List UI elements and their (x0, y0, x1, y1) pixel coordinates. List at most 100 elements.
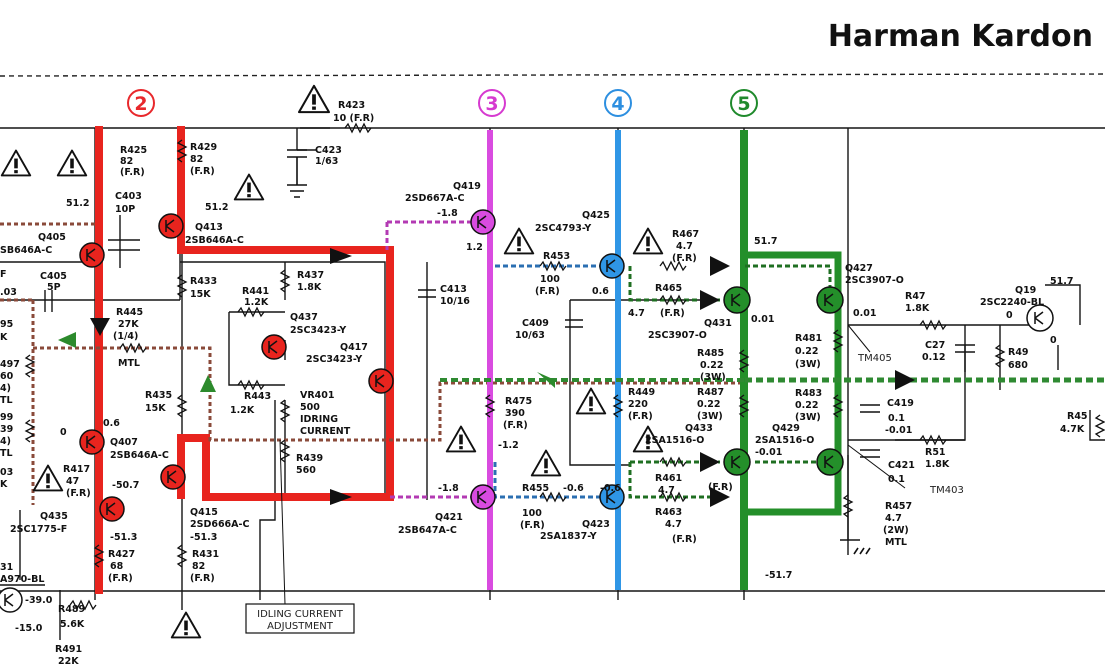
label-r45v: 4.7K (1060, 424, 1085, 435)
label-r429a: 82 (190, 154, 203, 165)
label-v12: 1.2 (466, 242, 483, 253)
transistor-q423 (599, 484, 625, 510)
label-vm513b: -51.3 (190, 532, 217, 543)
warning-icon (575, 387, 607, 415)
label-r487v: 0.22 (697, 399, 720, 410)
label-r491v: 22K (58, 656, 79, 665)
label-r435v: 15K (145, 403, 166, 414)
label-vm513: -51.3 (110, 532, 137, 543)
label-r445p: (1/4) (113, 331, 138, 342)
label-l39: 39 (0, 424, 13, 435)
transistor-q405 (79, 242, 105, 268)
transistor-q31 (0, 587, 23, 613)
label-r463: R463 (655, 507, 682, 518)
label-r485: R485 (697, 348, 724, 359)
label-r457v: 4.7 (885, 513, 902, 524)
stage2-dashed-signal (0, 222, 745, 505)
label-r425b: (F.R) (120, 167, 145, 178)
label-c27v: 0.12 (922, 352, 945, 363)
transistor-q419 (470, 209, 496, 235)
label-r481: R481 (795, 333, 822, 344)
label-q415: Q415 (190, 507, 218, 518)
label-vm06: -0.6 (600, 483, 621, 494)
label-v512b: 51.2 (205, 202, 228, 213)
label-vr401: VR401 (300, 390, 335, 401)
label-c413: C413 (440, 284, 467, 295)
warning-icon (32, 464, 64, 492)
label-r423v: 10 (F.R) (333, 113, 374, 124)
label-r465: R465 (655, 283, 682, 294)
label-r485v: 0.22 (700, 360, 723, 371)
label-r461v: 4.7 (658, 485, 675, 496)
label-r453r: (F.R) (535, 286, 560, 297)
label-q429t: 2SA1516-O (755, 435, 814, 446)
label-v0: 0 (1006, 310, 1013, 321)
transistor-q415 (160, 464, 186, 490)
label-r443: R443 (244, 391, 271, 402)
label-r455b: 100 (522, 508, 542, 519)
label-r47: R47 (905, 291, 926, 302)
label-q433t: 2SA1516-O (645, 435, 704, 446)
label-q437t: 2SC3423-Y (290, 325, 346, 336)
transistor-q407 (79, 429, 105, 455)
label-r475: R475 (505, 396, 532, 407)
label-r45: R45 (1067, 411, 1088, 422)
label-r437: R437 (297, 270, 324, 281)
label-r467r: (F.R) (672, 253, 697, 264)
label-r445m: MTL (118, 358, 140, 369)
label-r467: R467 (672, 229, 699, 240)
label-r487w: (3W) (697, 411, 723, 422)
label-q425t: 2SC4793-Y (535, 223, 591, 234)
label-r425a: 82 (120, 156, 133, 167)
idling-adjustment-box: IDLING CURRENT ADJUSTMENT (245, 439, 355, 634)
label-r433: R433 (190, 276, 217, 287)
label-r51v: 1.8K (925, 459, 950, 470)
label-r483v: 0.22 (795, 400, 818, 411)
label-r439v: 560 (296, 465, 316, 476)
capacitor-symbols (287, 149, 880, 555)
label-r455r: (F.R) (520, 520, 545, 531)
label-r485w: (3W) (700, 372, 726, 383)
label-c421: C421 (888, 460, 915, 471)
label-r461r: (F.R) (708, 482, 733, 493)
label-l970: A970-BL (0, 574, 44, 585)
label-v001b: 0.01 (751, 314, 774, 325)
label-q19: Q19 (1015, 285, 1036, 296)
brand-title: Harman Kardon (828, 19, 1093, 54)
label-r431v: 82 (192, 561, 205, 572)
label-q417: Q417 (340, 342, 368, 353)
label-r429: R429 (190, 142, 217, 153)
label-r453: R453 (543, 251, 570, 262)
label-r475v: 390 (505, 408, 525, 419)
label-q429: Q429 (772, 423, 800, 434)
label-r445: R445 (116, 307, 143, 318)
transistor-q429 (816, 448, 844, 476)
label-r481v: 0.22 (795, 346, 818, 357)
label-q435: Q435 (40, 511, 68, 522)
label-c419v: 0.1 (888, 413, 905, 424)
label-r425: R425 (120, 145, 147, 156)
label-q425: Q425 (582, 210, 610, 221)
label-r427: R427 (108, 549, 135, 560)
label-c419: C419 (887, 398, 914, 409)
label-l31: 31 (0, 562, 13, 573)
label-q405t: SB646A-C (0, 245, 52, 256)
label-q419: Q419 (453, 181, 481, 192)
label-c403: C403 (115, 191, 142, 202)
label-r449: R449 (628, 387, 655, 398)
label-q437: Q437 (290, 312, 318, 323)
label-r423: R423 (338, 100, 365, 111)
label-r483: R483 (795, 388, 822, 399)
label-q431t: 2SC3907-O (648, 330, 707, 341)
svg-text:4: 4 (611, 93, 624, 115)
label-r465r: (F.R) (660, 308, 685, 319)
label-q421: Q421 (435, 512, 463, 523)
label-r417r: (F.R) (66, 488, 91, 499)
label-l95: 95 (0, 319, 13, 330)
label-q417t: 2SC3423-Y (306, 354, 362, 365)
label-v06: 0.6 (592, 286, 609, 297)
stage3-magenta-path (385, 130, 493, 590)
label-vm18: -1.8 (437, 208, 458, 219)
label-f: F (0, 269, 7, 280)
label-q413t: 2SB646A-C (185, 235, 244, 246)
